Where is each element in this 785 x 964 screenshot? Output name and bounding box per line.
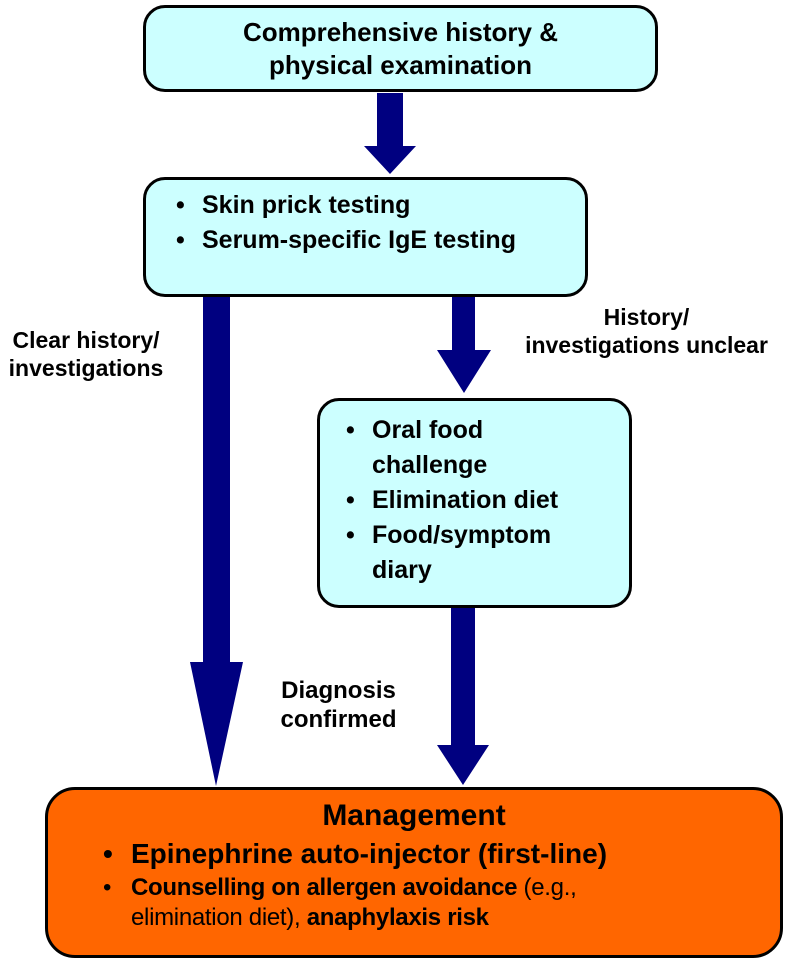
allergy-testing-box: Skin prick testing Serum-specific IgE te… xyxy=(143,177,588,297)
list-item: Oral food challenge xyxy=(346,413,591,483)
arrow-further-to-management-icon xyxy=(437,608,489,785)
further-investigations-list: Oral food challenge Elimination diet Foo… xyxy=(346,413,621,588)
list-item: Skin prick testing xyxy=(176,188,575,223)
list-item: Serum-specific IgE testing xyxy=(176,223,575,258)
label-diagnosis-confirmed: Diagnosis confirmed xyxy=(280,677,397,734)
management-title: Management xyxy=(322,799,506,832)
label-clear-history: Clear history/ investigations xyxy=(8,327,164,382)
list-item: Food/symptom diary xyxy=(346,518,591,588)
further-investigations-box: Oral food challenge Elimination diet Foo… xyxy=(317,398,632,608)
history-examination-box: Comprehensive history & physical examina… xyxy=(143,5,658,92)
testing-list: Skin prick testing Serum-specific IgE te… xyxy=(176,188,575,257)
arrow-history-to-testing-icon xyxy=(364,93,416,174)
list-item: Counselling on allergen avoidance (e.g.,… xyxy=(103,873,683,934)
management-list: Epinephrine auto-injector (first-line) C… xyxy=(103,836,780,934)
label-history-unclear: History/ investigations unclear xyxy=(525,304,768,359)
arrow-clear-to-management-icon xyxy=(190,297,243,786)
management-bullet2-bold2: anaphylaxis risk xyxy=(306,904,489,932)
management-bullet2-bold1: Counselling on allergen avoidance xyxy=(131,873,518,901)
arrow-testing-to-further-icon xyxy=(437,297,491,393)
list-item: Elimination diet xyxy=(346,483,591,518)
management-bullet1-text: Epinephrine auto-injector (first-line) xyxy=(131,838,608,869)
management-box: Management Epinephrine auto-injector (fi… xyxy=(45,787,783,958)
list-item: Epinephrine auto-injector (first-line) xyxy=(103,836,780,873)
management-bullet2-regular: (e.g., elimination diet), xyxy=(131,873,577,932)
